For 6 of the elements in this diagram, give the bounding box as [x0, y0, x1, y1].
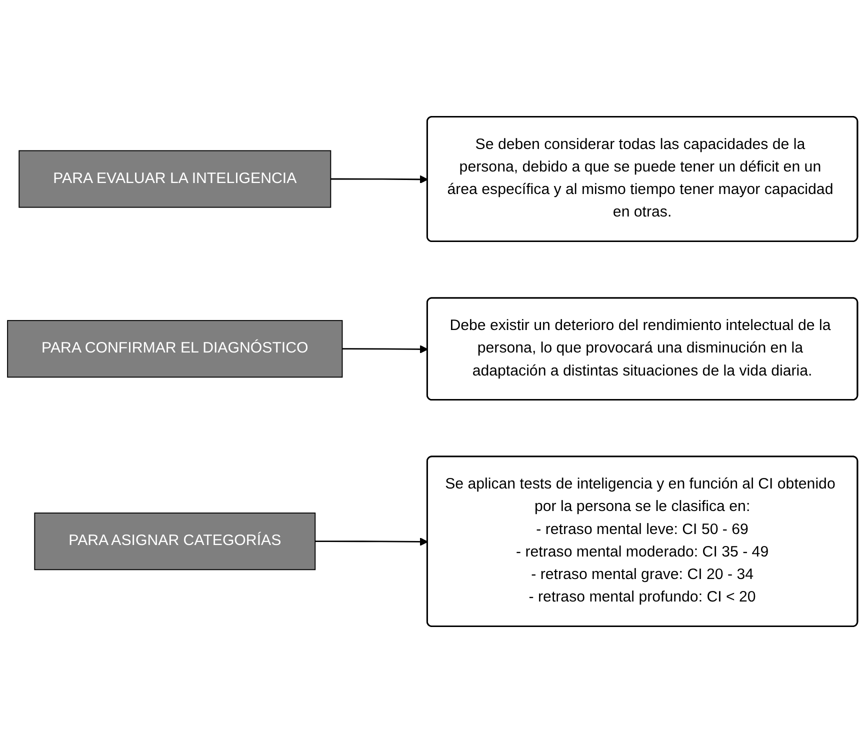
arrow: [330, 175, 428, 184]
arrow: [315, 538, 428, 546]
node-box: PARA CONFIRMAR EL DIAGNÓSTICO: [7, 320, 343, 378]
node-box: PARA ASIGNAR CATEGORÍAS: [34, 512, 316, 570]
arrow: [342, 345, 428, 354]
node-box: PARA EVALUAR LA INTELIGENCIA: [18, 150, 332, 208]
